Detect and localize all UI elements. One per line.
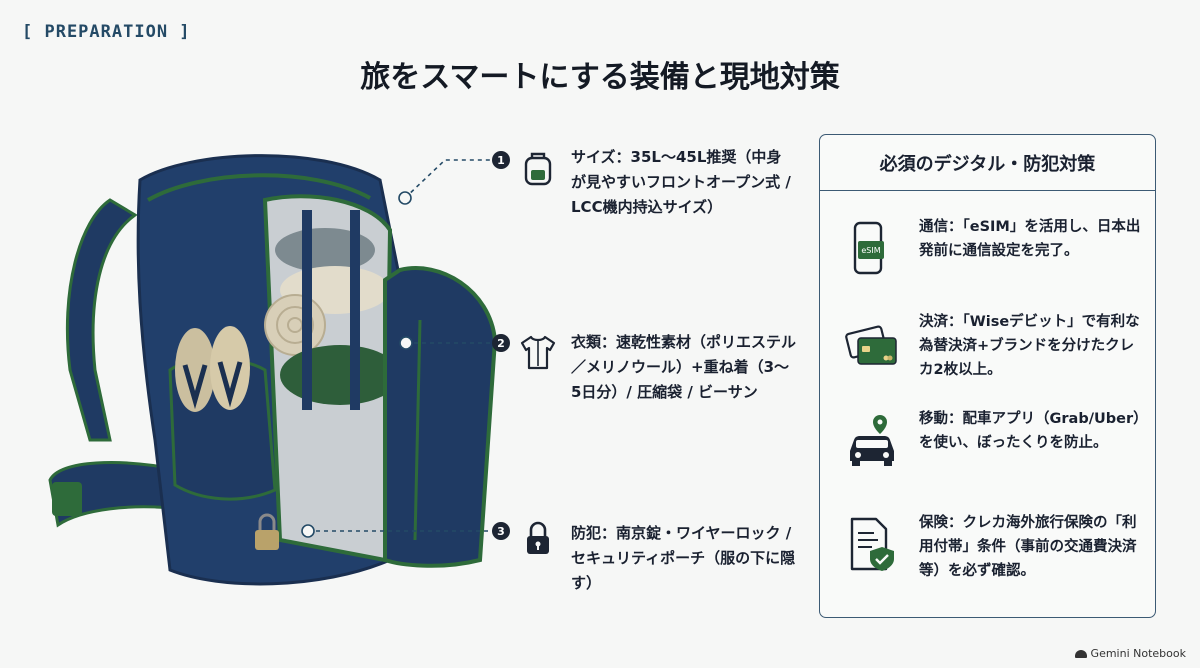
callout-number-3: 3	[492, 522, 510, 540]
section-tag: [ PREPARATION ]	[22, 22, 191, 42]
footer-label: Gemini Notebook	[1090, 647, 1186, 660]
digital-security-panel: 必須のデジタル・防犯対策 eSIM 通信：「eSIM」を活用し、日本出発前に通信…	[819, 134, 1156, 618]
panel-item-text: 通信：「eSIM」を活用し、日本出発前に通信設定を完了。	[919, 219, 1141, 259]
panel-item-communication: eSIM 通信：「eSIM」を活用し、日本出発前に通信設定を完了。	[820, 215, 1157, 305]
esim-chip-label: eSIM	[861, 246, 880, 255]
padlock-icon	[527, 521, 549, 554]
footer-brand: Gemini Notebook	[1074, 647, 1186, 660]
esim-phone-icon: eSIM	[853, 221, 884, 275]
callout-text-3: 防犯：南京錠・ワイヤーロック / セキュリティポーチ（服の下に隠す）	[571, 524, 796, 592]
insurance-document-icon	[850, 517, 894, 571]
backpack-illustration	[48, 154, 498, 586]
panel-title: 必須のデジタル・防犯対策	[820, 135, 1155, 191]
callout-number-2: 2	[492, 334, 510, 352]
backpack-icon	[524, 152, 552, 186]
cards-icon	[845, 325, 897, 365]
notebook-icon	[1074, 649, 1087, 658]
callout-number-1: 1	[492, 151, 510, 169]
panel-item-text: 決済：「Wiseデビット」で有利な為替決済+ブランドを分けたクレカ2枚以上。	[919, 314, 1140, 378]
panel-item-payment: 決済：「Wiseデビット」で有利な為替決済+ブランドを分けたクレカ2枚以上。	[820, 310, 1157, 400]
page-title: 旅をスマートにする装備と現地対策	[360, 60, 840, 95]
car-pin-icon	[850, 415, 894, 466]
shirt-icon	[520, 335, 556, 370]
panel-item-text: 保険：クレカ海外旅行保険の「利用付帯」条件（事前の交通費決済等）を必ず確認。	[919, 515, 1137, 579]
panel-item-transport: 移動：配車アプリ（Grab/Uber）を使い、ぼったくりを防止。	[820, 407, 1157, 497]
panel-item-insurance: 保険：クレカ海外旅行保険の「利用付帯」条件（事前の交通費決済等）を必ず確認。	[820, 511, 1157, 601]
callout-text-2: 衣類：速乾性素材（ポリエステル／メリノウール）+重ね着（3〜5日分）/ 圧縮袋 …	[571, 333, 797, 401]
callout-text-1: サイズ：35L〜45L推奨（中身が見やすいフロントオープン式 / LCC機内持込…	[571, 148, 791, 216]
panel-item-text: 移動：配車アプリ（Grab/Uber）を使い、ぼったくりを防止。	[919, 411, 1141, 451]
